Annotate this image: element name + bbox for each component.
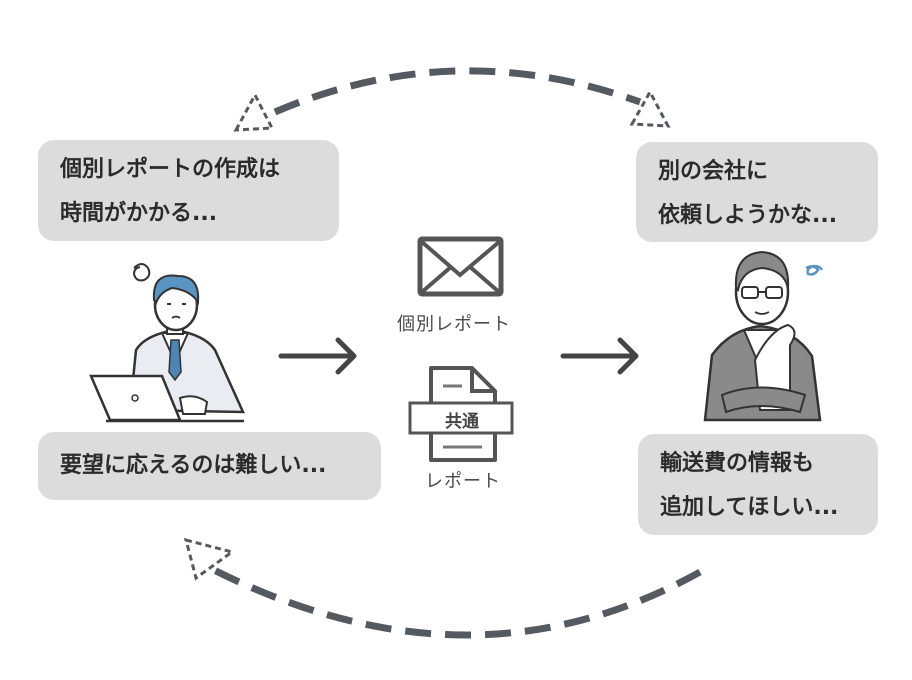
bubble-text: 輸送費の情報も (660, 451, 815, 476)
cycle-arrowhead-bottom (183, 537, 236, 581)
envelope-icon (417, 236, 504, 297)
document-icon (408, 366, 514, 462)
common-report-caption: レポート (425, 471, 501, 492)
worker-at-laptop-icon (89, 263, 245, 423)
cycle-arrowhead-top-right (629, 88, 671, 128)
cycle-arrowhead-top-left (233, 91, 275, 132)
bubble-text: 別の会社に (658, 159, 769, 184)
individual-report-caption: 個別レポート (397, 314, 511, 335)
bubble-text: 依頼しようかな... (658, 203, 838, 228)
right-arrow-icon (278, 337, 357, 375)
worried-manager-icon (703, 250, 824, 422)
cycle-arrow-top (233, 67, 671, 132)
speech-bubble-right-top: 別の会社に 依頼しようかな... (636, 142, 878, 242)
right-arrow-icon (560, 337, 639, 375)
bubble-text: 時間がかかる... (60, 201, 218, 226)
speech-bubble-left-top: 個別レポートの作成は 時間がかかる... (38, 140, 339, 241)
bubble-text: 個別レポートの作成は (60, 157, 281, 182)
common-label: 共通 (445, 412, 479, 432)
bubble-text: 追加してほしい... (660, 495, 839, 520)
speech-bubble-right-bottom: 輸送費の情報も 追加してほしい... (638, 434, 878, 535)
cycle-arrow-bottom (183, 537, 702, 639)
bubble-text: 要望に応えるのは難しい... (60, 453, 327, 478)
speech-bubble-left-bottom: 要望に応えるのは難しい... (38, 432, 381, 500)
